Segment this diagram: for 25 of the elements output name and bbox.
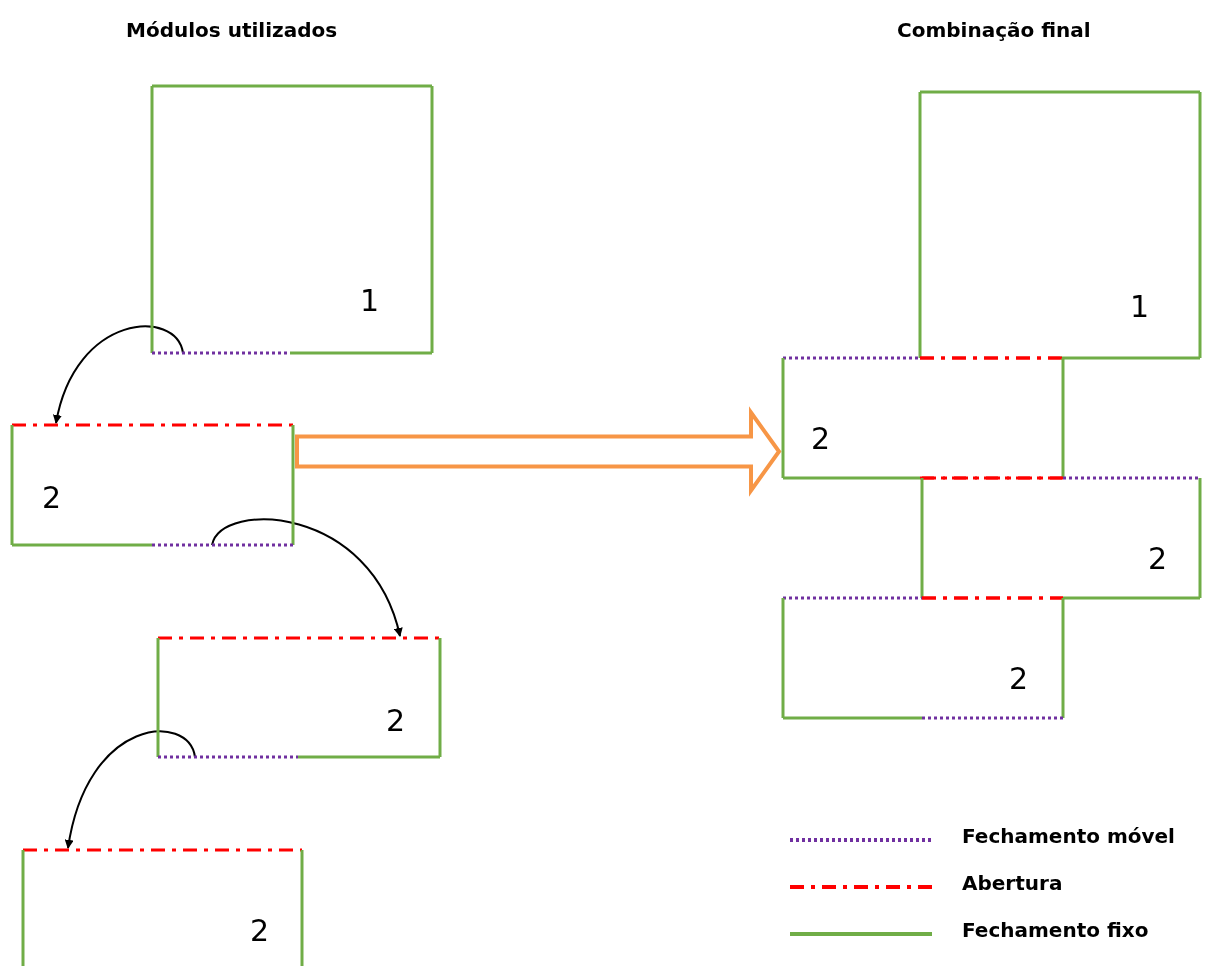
legend-label: Fechamento fixo: [962, 918, 1149, 942]
module-outline: [783, 358, 1063, 478]
module-number: 2: [811, 424, 831, 454]
legend-label: Fechamento móvel: [962, 824, 1175, 848]
module-outline: [152, 86, 432, 353]
module-outline: [23, 850, 302, 966]
block-arrow: [295, 406, 782, 497]
module-number: 2: [250, 916, 270, 946]
column-heading: Módulos utilizados: [126, 18, 338, 42]
module-outline: [12, 425, 293, 545]
curved-arrow: [53, 325, 184, 424]
legend-label: Abertura: [962, 871, 1063, 895]
module-number: 1: [1130, 292, 1150, 322]
module-number: 2: [386, 706, 406, 736]
module-number: 2: [42, 483, 62, 513]
module-number: 2: [1009, 664, 1029, 694]
curved-arrow: [65, 730, 196, 849]
module-number: 2: [1148, 544, 1168, 574]
module-number: 1: [360, 286, 380, 316]
module-outline: [920, 92, 1200, 358]
column-heading: Combinação final: [897, 18, 1091, 42]
curved-arrow: [211, 518, 402, 637]
module-outline: [783, 598, 1063, 718]
module-outline: [158, 638, 440, 757]
module-outline: [922, 478, 1200, 598]
